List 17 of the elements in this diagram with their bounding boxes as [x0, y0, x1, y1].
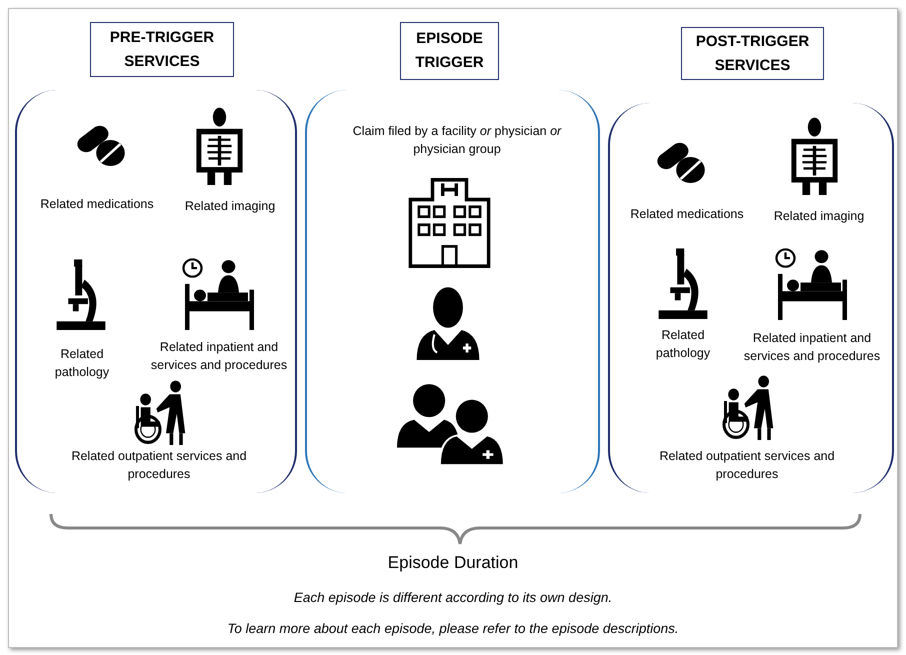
service-label: Related pathology — [54, 346, 110, 382]
service-label: Related inpatient and services and procedures — [150, 339, 288, 374]
service-label: Related medications — [629, 206, 745, 223]
service-label: Related outpatient services and procedures — [70, 448, 248, 484]
service-label: Related imaging — [184, 198, 276, 215]
note-text: Each episode is different according to its own design. — [294, 590, 612, 605]
service-label: Related inpatient and services and procedures — [742, 330, 882, 366]
service-label: Related imaging — [772, 208, 866, 225]
header-box: EPISODE TRIGGER — [400, 22, 499, 80]
header-box: POST-TRIGGER SERVICES — [681, 27, 824, 80]
service-label: Related pathology — [654, 327, 712, 362]
header-box: PRE-TRIGGER SERVICES — [90, 22, 234, 77]
service-label: Claim filed by a facility or physician or physician group — [352, 123, 562, 158]
note-text: To learn more about each episode, please refer to the episode descriptions. — [227, 621, 679, 636]
service-label: Related outpatient services and procedures — [658, 448, 836, 484]
duration-label: Episode Duration — [388, 553, 518, 573]
service-label: Related medications — [39, 196, 155, 213]
